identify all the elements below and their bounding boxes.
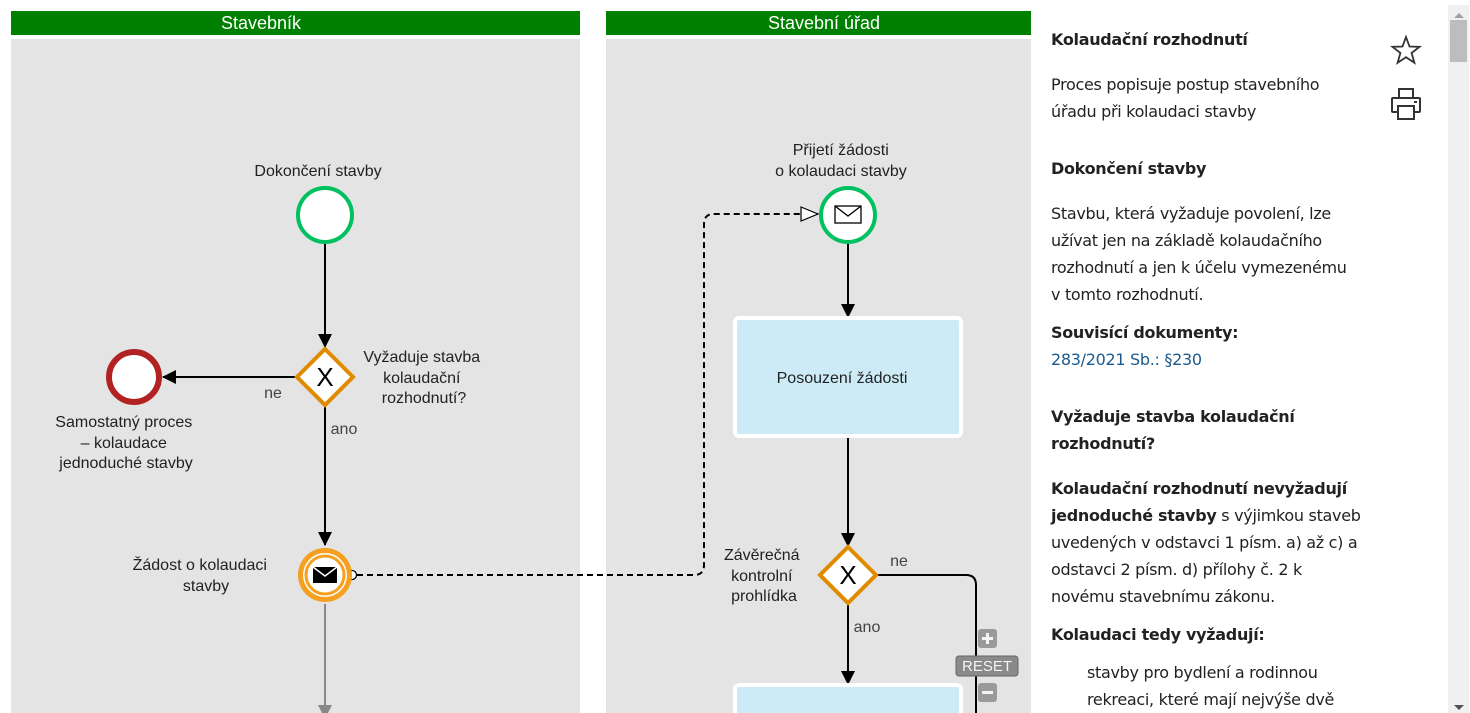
- flow-label-ano: ano: [331, 421, 358, 438]
- text-line: rekreaci, které mají nejvýše dvě: [1087, 690, 1335, 709]
- gateway-x-icon: X: [316, 362, 333, 392]
- list-item: stavby pro bydlení a rodinnou rekreaci, …: [1051, 659, 1381, 713]
- scrollbar-thumb[interactable]: [1450, 20, 1467, 62]
- message-flow: [357, 206, 820, 576]
- section-heading-dokonceni: Dokončení stavby: [1051, 159, 1207, 178]
- gateway-zaverecna-prohlidka[interactable]: X: [817, 544, 879, 606]
- flow-label-ne: ne: [890, 553, 908, 570]
- gateway-vyzaduje-kolaudaci[interactable]: X: [294, 346, 356, 408]
- star-icon[interactable]: [1388, 32, 1424, 68]
- text-line: Stavbu, která vyžaduje povolení, lze: [1051, 204, 1331, 223]
- gateway-label: Vyžaduje stavba kolaudační rozhodnutí?: [363, 349, 484, 407]
- process-description: Proces popisuje postup stavebního úřadu …: [1051, 71, 1381, 125]
- scroll-down-arrow-icon[interactable]: [1454, 705, 1464, 710]
- description-line: úřadu při kolaudaci stavby: [1051, 102, 1257, 121]
- lane-stavebnik: Stavebník: [11, 11, 580, 713]
- intermediate-event-label: Žádost o kolaudaci stavby: [133, 555, 272, 595]
- lane-header-bar: [606, 11, 1031, 35]
- description-line: Proces popisuje postup stavebního: [1051, 75, 1320, 94]
- message-start-event-prijeti[interactable]: [819, 186, 877, 244]
- flow-inspection-ne: [876, 574, 977, 713]
- process-diagram[interactable]: Stavebník Stavební úřad Dokončení stavby…: [0, 0, 1040, 713]
- text-line: odstavci 2 písm. d) přílohy č. 2 k: [1051, 560, 1303, 579]
- section-text-vyzaduje: Kolaudační rozhodnutí nevyžadují jednodu…: [1051, 475, 1381, 610]
- related-documents-label: Souvisící dokumenty:: [1051, 323, 1239, 342]
- heading-line: rozhodnutí?: [1051, 434, 1155, 453]
- text-line: uvedených v odstavci 1 písm. a) až c) a: [1051, 533, 1358, 552]
- zoom-out-button[interactable]: [978, 683, 997, 702]
- intermediate-event-zadost[interactable]: [298, 548, 352, 602]
- process-title: Kolaudační rozhodnutí: [1051, 30, 1248, 49]
- lane-title: Stavebník: [221, 13, 302, 33]
- scroll-up-arrow-icon[interactable]: [1454, 13, 1464, 18]
- related-document-link[interactable]: 283/2021 Sb.: §230: [1051, 350, 1202, 369]
- zoom-reset-button[interactable]: RESET: [955, 655, 1019, 677]
- flow-label-ano: ano: [854, 619, 881, 636]
- lane-header-underline: [11, 35, 580, 37]
- message-start-label: Přijetí žádosti o kolaudaci stavby: [775, 142, 907, 180]
- text-line: stavby pro bydlení a rodinnou: [1087, 663, 1318, 682]
- subheading-kolaudaci-vyzaduji: Kolaudaci tedy vyžadují:: [1051, 625, 1265, 644]
- task-posouzeni-zadosti[interactable]: Posouzení žádosti: [733, 316, 963, 438]
- lane-header-bar: [11, 11, 580, 35]
- text-line: v tomto rozhodnutí.: [1051, 285, 1204, 304]
- heading-line: Vyžaduje stavba kolaudační: [1051, 407, 1295, 426]
- text-line: s výjimkou staveb: [1216, 506, 1361, 525]
- text-line: rozhodnutí a jen k účelu vymezenému: [1051, 258, 1347, 277]
- bold-text: Kolaudační rozhodnutí nevyžadují: [1051, 479, 1347, 498]
- end-event-samostatny-proces[interactable]: [106, 349, 162, 405]
- vertical-scrollbar[interactable]: [1448, 5, 1469, 713]
- zoom-reset-label: RESET: [962, 658, 1012, 675]
- task-label: Posouzení žádosti: [777, 370, 908, 387]
- detail-panel: Kolaudační rozhodnutí Proces popisuje po…: [1031, 0, 1448, 713]
- envelope-filled-icon: [312, 566, 338, 583]
- end-event-label: Samostatný proces – kolaudace jednoduché…: [55, 414, 196, 472]
- task-next[interactable]: [733, 683, 963, 713]
- detail-content: Kolaudační rozhodnutí Proces popisuje po…: [1051, 26, 1381, 713]
- section-heading-vyzaduje: Vyžaduje stavba kolaudační rozhodnutí?: [1051, 403, 1381, 457]
- bold-text: jednoduché stavby: [1051, 506, 1217, 525]
- text-line: užívat jen na základě kolaudačního: [1051, 231, 1322, 250]
- zoom-in-button[interactable]: [978, 629, 997, 648]
- section-text-dokonceni: Stavbu, která vyžaduje povolení, lze uží…: [1051, 200, 1381, 308]
- gateway-x-icon: X: [839, 560, 856, 590]
- panel-actions: [1388, 32, 1428, 140]
- lane-title: Stavební úřad: [768, 13, 880, 33]
- text-line: novému stavebnímu zákonu.: [1051, 587, 1275, 606]
- printer-icon[interactable]: [1388, 86, 1424, 122]
- start-event-dokonceni-stavby[interactable]: [296, 186, 354, 244]
- flow-label-ne: ne: [264, 385, 282, 402]
- envelope-outline-icon: [834, 205, 862, 224]
- gateway-label: Závěrečná kontrolní prohlídka: [724, 547, 804, 605]
- start-event-label: Dokončení stavby: [254, 163, 381, 180]
